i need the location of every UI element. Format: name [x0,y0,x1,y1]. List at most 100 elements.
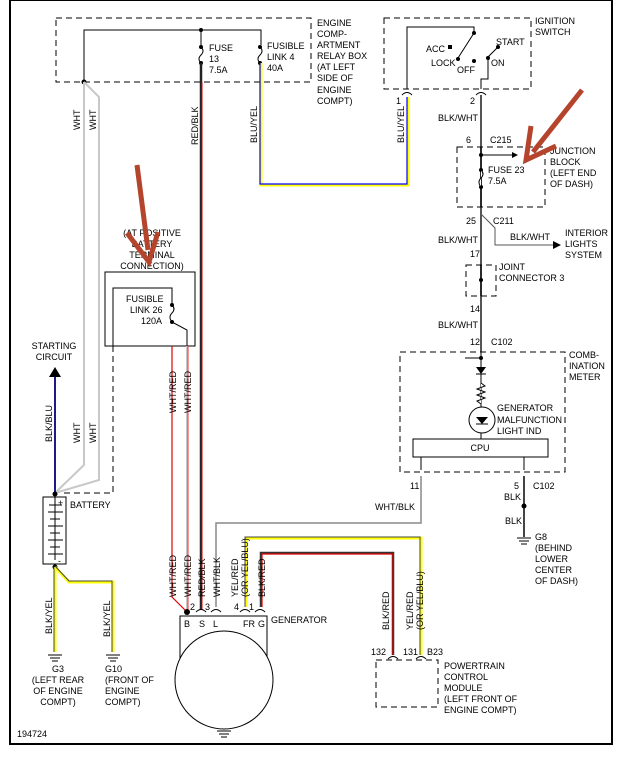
svg-text:(OR YEL/BLU): (OR YEL/BLU) [240,538,250,597]
cpu-box [412,438,549,458]
svg-text:JOINT: JOINT [499,262,526,272]
yel-red-wire: YEL/RED (OR YEL/BLU) YEL/RED (OR YEL/BLU… [230,536,425,655]
svg-text:B: B [184,619,190,629]
switch-acc: ACC [426,44,446,54]
svg-text:BLU/YEL: BLU/YEL [396,106,406,143]
svg-text:120A: 120A [141,316,162,326]
annotation-arrow-icon [125,164,161,268]
svg-text:MODULE: MODULE [444,683,483,693]
g8-ground: BLK BLK G8 (BEHIND LOWER CENTER OF DASH) [504,476,578,586]
wire-label-wht: WHT [72,422,82,443]
switch-on: ON [491,58,505,68]
svg-text:BLU/YEL: BLU/YEL [249,106,259,143]
svg-text:17: 17 [470,249,480,259]
svg-text:WHT/BLK: WHT/BLK [212,557,222,597]
svg-text:BLK: BLK [505,516,522,526]
svg-text:12: 12 [470,337,480,347]
svg-text:25: 25 [466,216,476,226]
svg-text:BLK/YEL: BLK/YEL [102,600,112,637]
svg-text:G10: G10 [105,664,122,674]
svg-text:OF DASH): OF DASH) [550,179,593,189]
joint-connector-3: JOINT CONNECTOR 3 [465,262,564,297]
svg-text:C211: C211 [493,216,514,226]
fuse-13: FUSE 13 7.5A [198,43,233,75]
svg-text:132: 132 [371,647,386,657]
wire-label-wht: WHT [88,109,98,130]
svg-text:G: G [258,619,265,629]
ground-icon [48,654,62,662]
svg-text:6: 6 [466,135,471,145]
svg-text:C102: C102 [533,481,555,491]
fl4-label: FUSIBLE [267,41,305,51]
annotation-arrow-icon [522,88,584,165]
svg-text:COMPT): COMPT) [317,96,353,106]
svg-text:BLK/WHT: BLK/WHT [438,235,479,245]
svg-text:BLK/WHT: BLK/WHT [438,113,479,123]
svg-text:BATTERY: BATTERY [70,500,111,510]
svg-text:WHT/BLK: WHT/BLK [375,502,415,512]
svg-text:+: + [58,498,63,508]
svg-text:L: L [213,619,218,629]
svg-text:ENGINE: ENGINE [105,686,140,696]
relay-box: FUSE 13 7.5A FUSIBLE LINK 4 40A ENGINE C… [55,17,367,106]
svg-text:RELAY BOX: RELAY BOX [317,51,367,61]
svg-text:(OR YEL/BLU): (OR YEL/BLU) [415,571,425,630]
interior-lights-branch: BLK/WHT INTERIOR LIGHTS SYSTEM [480,213,609,260]
diagram-id: 194724 [17,729,47,739]
svg-text:B23: B23 [427,647,443,657]
svg-text:4: 4 [234,602,239,612]
svg-text:GENERATOR: GENERATOR [271,615,328,625]
svg-text:(LEFT FRONT OF: (LEFT FRONT OF [444,694,518,704]
svg-text:14: 14 [470,304,480,314]
svg-text:2: 2 [470,96,475,106]
svg-text:11: 11 [410,481,419,491]
svg-text:(BEHIND: (BEHIND [535,543,573,553]
svg-text:1: 1 [396,96,401,106]
blk-wht-wire: BLK/WHT 6 C215 25 C211 BLK/WHT 17 14 BLK… [438,95,514,352]
ground-icon [106,654,120,662]
svg-text:(LEFT END: (LEFT END [550,168,597,178]
diagram-border [9,0,613,745]
wire-label-wht: WHT [72,109,82,130]
battery: + - BATTERY [42,491,111,570]
svg-text:WHT/RED: WHT/RED [183,555,193,597]
svg-text:CONNECTOR 3: CONNECTOR 3 [499,273,564,283]
combination-meter: GENERATOR MALFUNCTION LIGHT IND CPU COMB… [399,350,605,491]
svg-text:ARTMENT: ARTMENT [317,40,361,50]
svg-text:COMP-: COMP- [317,29,347,39]
relay-box-label: ENGINE COMP- ARTMENT RELAY BOX (AT LEFT … [317,18,367,106]
svg-text:ENGINE: ENGINE [317,18,352,28]
ignition-switch: ACC LOCK OFF START ON IGNITION SWITCH 1 … [383,16,575,106]
svg-text:JUNCTION: JUNCTION [550,146,596,156]
svg-text:S: S [199,619,205,629]
wht-red-wires: WHT/RED WHT/RED WHT/RED WHT/RED [168,346,193,613]
svg-text:METER: METER [569,372,601,382]
svg-text:STARTING: STARTING [32,341,77,351]
svg-text:LIGHT IND: LIGHT IND [497,426,542,436]
svg-text:POWERTRAIN: POWERTRAIN [444,661,505,671]
wire-label-wht: WHT [88,422,98,443]
svg-text:YEL/RED: YEL/RED [405,591,415,630]
arrow-icon [553,241,561,249]
svg-text:5: 5 [514,481,519,491]
svg-text:ENGINE: ENGINE [317,85,352,95]
generator: B S L FR G 2 3 4 1 GENERATOR [174,602,328,738]
svg-text:COMPT): COMPT) [40,697,76,707]
svg-text:BLK/WHT: BLK/WHT [438,320,479,330]
svg-text:FR: FR [243,619,255,629]
svg-text:YEL/RED: YEL/RED [230,558,240,597]
svg-text:BLK/YEL: BLK/YEL [44,597,54,634]
wht-blk-wire: WHT/BLK WHT/BLK [212,476,422,607]
svg-text:BLK/WHT: BLK/WHT [510,232,551,242]
svg-text:IGNITION: IGNITION [535,16,575,26]
svg-text:CENTER: CENTER [535,565,573,575]
svg-text:3: 3 [205,602,210,612]
svg-text:-: - [58,556,61,566]
fuse23-rating: 7.5A [488,176,507,186]
svg-text:LOWER: LOWER [535,554,569,564]
svg-text:OF ENGINE: OF ENGINE [33,686,83,696]
resistor-icon [475,382,487,405]
svg-text:SWITCH: SWITCH [535,27,571,37]
svg-text:WHT/RED: WHT/RED [183,371,193,413]
